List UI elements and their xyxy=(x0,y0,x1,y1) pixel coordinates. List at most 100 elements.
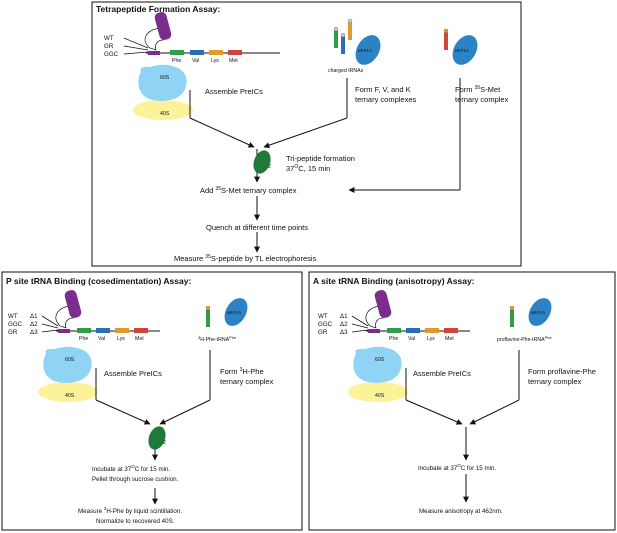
assemble-label: Assemble PreICs xyxy=(104,369,162,378)
utr-box xyxy=(58,329,70,333)
ribosome: 60S 40S xyxy=(133,64,193,120)
delta-label: Δ1 xyxy=(340,313,348,320)
variant-pointer-lines xyxy=(123,37,149,55)
subunit-label: 40S xyxy=(65,393,75,399)
utr-box xyxy=(148,51,160,55)
variant-label: GGC xyxy=(8,321,23,328)
amino-acid-icon xyxy=(347,18,353,24)
assemble-label: Assemble PreICs xyxy=(205,87,263,96)
eef2-label: 2 xyxy=(268,164,271,170)
measure-label: Measure 3H-Phe by liquid scintillation. xyxy=(78,506,182,515)
panel-border xyxy=(308,271,616,531)
incubate-label: Incubate at 37OC for 15 min. xyxy=(92,464,170,473)
subunit-label: 40S xyxy=(160,111,170,117)
codon-met xyxy=(228,50,242,55)
variant-pointer-lines xyxy=(41,315,59,333)
codon-val xyxy=(190,50,204,55)
mrna-stem-loop xyxy=(64,290,82,318)
panel-title: P site tRNA Binding (cosedimentation) As… xyxy=(6,276,191,286)
variant-label: GR xyxy=(8,329,18,336)
form-met-label: Form 35S-Met xyxy=(455,85,501,94)
eef1a-label: eEF1A xyxy=(531,310,546,315)
codon-lys xyxy=(425,328,439,333)
codon-label: Val xyxy=(98,336,105,342)
codon-label: Lys xyxy=(211,58,219,64)
mrna-loop xyxy=(365,305,384,329)
subunit-60s xyxy=(43,346,92,383)
delta-label: Δ3 xyxy=(30,329,38,336)
codon-phe xyxy=(77,328,91,333)
mrna-loop xyxy=(144,27,164,51)
codon-label: Val xyxy=(408,336,415,342)
trna-label: proflavine-Phe-tRNAPhe xyxy=(497,335,552,343)
measure-label: Normalize to recovered 40S. xyxy=(96,518,175,525)
utr-box xyxy=(368,329,380,333)
form-fvk-label: Form F, V, and K xyxy=(355,85,411,94)
form-label: ternary complex xyxy=(528,377,582,386)
eef1a-label: eEF1A xyxy=(455,48,470,53)
codon-label: Val xyxy=(192,58,199,64)
amino-acid-icon xyxy=(443,28,449,34)
delta-label: Δ1 xyxy=(30,313,38,320)
subunit-40s xyxy=(348,382,408,402)
form-fvk-label: ternary complexes xyxy=(355,95,417,104)
trna-icon xyxy=(341,36,345,54)
form-label: ternary complex xyxy=(220,377,274,386)
codon-phe xyxy=(170,50,184,55)
trna-icon xyxy=(444,32,448,50)
subunit-60s xyxy=(138,64,187,101)
codon-met xyxy=(444,328,458,333)
codon-label: Phe xyxy=(79,336,88,342)
codon-label: Lys xyxy=(427,336,435,342)
eef1a-icon xyxy=(224,298,248,326)
mrna-construct: WT GGC GR Δ1 Δ2 Δ3 Phe Val Lys Met xyxy=(8,290,160,342)
eef2-icon xyxy=(253,150,271,174)
met-trna: eEF1A xyxy=(443,28,478,65)
mrna-construct: WT GGC GR Δ1 Δ2 Δ3 Phe Val Lys Met xyxy=(318,290,470,342)
mrna-stem-loop xyxy=(154,12,172,40)
subunit-label: 60S xyxy=(65,357,75,363)
panel-title: A site tRNA Binding (anisotropy) Assay: xyxy=(313,276,475,286)
eef1a-icon xyxy=(452,35,478,65)
amino-acid-icon xyxy=(333,26,339,32)
variant-pointer-lines xyxy=(351,315,369,333)
radiolabel-icon xyxy=(205,305,211,311)
codon-val xyxy=(406,328,420,333)
flow-arrows xyxy=(405,350,520,503)
variant-label: WT xyxy=(318,313,328,320)
subunit-label: 40S xyxy=(375,393,385,399)
panel-title: Tetrapeptide Formation Assay: xyxy=(96,4,220,14)
trna-icon xyxy=(206,309,210,327)
form-label: Form proflavine-Phe xyxy=(528,367,596,376)
codon-label: Phe xyxy=(389,336,398,342)
variant-label: GR xyxy=(104,43,114,50)
variant-label: GR xyxy=(318,329,328,336)
delta-label: Δ2 xyxy=(340,321,348,328)
mrna-loop xyxy=(55,305,74,329)
codon-label: Met xyxy=(229,58,238,64)
measure-label: Measure anisotropy at 462nm. xyxy=(419,508,503,515)
subunit-60s xyxy=(353,346,402,383)
codon-label: Met xyxy=(445,336,454,342)
delta-label: Δ3 xyxy=(340,329,348,336)
quench-label: Quench at different time points xyxy=(206,223,308,232)
ribosome: 60S 40S xyxy=(348,346,408,402)
codon-label: Met xyxy=(135,336,144,342)
charged-trnas: eEF1A charged tRNAs xyxy=(328,18,381,74)
ribosome: 60S 40S xyxy=(38,346,98,402)
codon-met xyxy=(134,328,148,333)
psite-panel: P site tRNA Binding (cosedimentation) As… xyxy=(1,271,303,531)
proflavine-phe-trna: eEF1A proflavine-Phe-tRNAPhe xyxy=(497,298,552,343)
eef1a-icon xyxy=(528,298,552,326)
codon-phe xyxy=(387,328,401,333)
fluorophore-icon xyxy=(509,305,515,311)
form-label: Form 3H-Phe xyxy=(220,367,264,376)
subunit-40s xyxy=(38,382,98,402)
subunit-label: 60S xyxy=(375,357,385,363)
eef1a-icon xyxy=(355,35,381,65)
variant-label: WT xyxy=(104,35,114,42)
eef1a-label: eEF1A xyxy=(227,310,242,315)
subunit-40s xyxy=(133,100,193,120)
trna-icon xyxy=(348,22,352,40)
trna-label: 3H-Phe-tRNAPhe xyxy=(198,335,237,343)
